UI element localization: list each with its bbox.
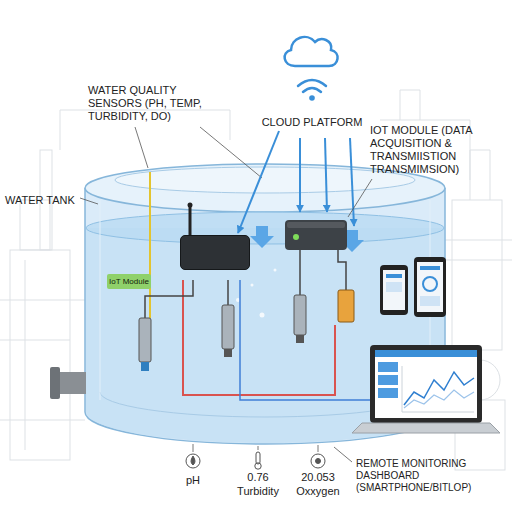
faucet-part bbox=[50, 367, 60, 399]
sensor-probes-part bbox=[139, 318, 151, 362]
reading-icons-part bbox=[311, 454, 325, 468]
sensor-callout: WATER QUALITY SENSORS (PH, TEMP, TURBIDI… bbox=[88, 84, 223, 123]
down-arrows-part bbox=[250, 226, 274, 248]
faucet-part bbox=[58, 372, 86, 394]
sensor-wires-part bbox=[227, 280, 229, 305]
gateway-box-part bbox=[287, 222, 345, 228]
smartphones-part bbox=[380, 265, 408, 315]
water-tank-part bbox=[274, 269, 277, 272]
leader-lines bbox=[80, 127, 372, 462]
sensor-wires-part bbox=[338, 250, 346, 290]
sensor-wires-part bbox=[299, 250, 301, 295]
antenna bbox=[188, 203, 193, 238]
reading-icons-part bbox=[256, 452, 260, 464]
sensor-probes-part bbox=[141, 362, 149, 371]
laptop-part bbox=[402, 366, 474, 412]
reading-icons-part bbox=[186, 454, 200, 468]
smartphones-part bbox=[386, 274, 402, 278]
reading-name: Oxxygen bbox=[288, 485, 348, 498]
factory-sketch-part bbox=[0, 260, 85, 450]
water-tank-part bbox=[251, 284, 254, 287]
gateway-box-part bbox=[285, 220, 347, 250]
reading-icons bbox=[186, 452, 325, 469]
signal-arrows-part bbox=[299, 138, 301, 212]
sensor-wires bbox=[145, 172, 440, 400]
laptop bbox=[352, 345, 500, 433]
factory-sketch bbox=[0, 90, 512, 470]
laptop-part bbox=[378, 375, 398, 385]
leader-lines-part bbox=[348, 179, 372, 217]
reading-value: 20.053 bbox=[288, 471, 348, 484]
node-heading: CLOUD PLATFORM bbox=[257, 22, 367, 128]
reading-name: Turbidity bbox=[228, 485, 288, 498]
sensor-wires-part bbox=[183, 280, 335, 395]
smartphones-part bbox=[386, 282, 402, 292]
laptop-part bbox=[375, 350, 477, 418]
smartphones bbox=[380, 257, 446, 317]
node-heading: IoT Module bbox=[107, 274, 151, 289]
tank-region: WATER TANKIoT Module bbox=[85, 163, 445, 448]
gateway-box bbox=[285, 220, 347, 250]
smartphones-part bbox=[423, 277, 437, 291]
leader-lines-part bbox=[80, 198, 98, 204]
antenna-part bbox=[189, 206, 192, 237]
faucet bbox=[50, 367, 86, 399]
smartphones-part bbox=[383, 270, 405, 310]
reading-value: 0.76 bbox=[228, 471, 288, 484]
smartphones-part bbox=[417, 262, 443, 312]
reading-icons-part bbox=[191, 456, 195, 465]
reading-icons-part bbox=[316, 459, 321, 464]
laptop-part bbox=[352, 423, 500, 433]
node-heading: WATER TANK bbox=[5, 194, 75, 206]
factory-sketch-part bbox=[10, 250, 70, 460]
laptop-part bbox=[378, 362, 398, 372]
gateway-box-part bbox=[293, 234, 299, 240]
reading-name: pH bbox=[163, 474, 223, 487]
iot-module-box: IoT Module bbox=[180, 235, 250, 270]
sensor-probes-part bbox=[338, 290, 354, 322]
leader-lines-part bbox=[193, 444, 194, 452]
sensor-wires-part bbox=[145, 280, 193, 318]
sensor-probes-part bbox=[222, 305, 234, 349]
signal-arrows-part bbox=[325, 138, 327, 212]
sensor-probes-part bbox=[224, 349, 232, 357]
leader-lines-part bbox=[318, 445, 319, 452]
reading-icons-part bbox=[255, 463, 261, 469]
leader-lines-part bbox=[258, 446, 259, 450]
cloud-node: CLOUD PLATFORM bbox=[257, 22, 367, 128]
smartphones-part bbox=[414, 257, 446, 317]
smartphones-part bbox=[420, 266, 440, 270]
water-tank-part bbox=[260, 313, 265, 318]
wifi-dot bbox=[309, 95, 315, 101]
leader-lines-part bbox=[200, 127, 262, 178]
laptop-part bbox=[370, 345, 482, 423]
laptop-part bbox=[404, 390, 474, 408]
dashboard-callout: REMOTE MONITORING DASHBOARD (SMARTPHONE/… bbox=[356, 458, 508, 493]
leader-lines-part bbox=[135, 127, 148, 168]
signal-connector bbox=[238, 131, 279, 233]
module-callout: IOT MODULE (DATA ACQUISITION & TRANSMIIS… bbox=[370, 124, 492, 176]
cloud-outline bbox=[285, 37, 338, 66]
factory-sketch-part bbox=[20, 200, 50, 250]
leader-lines-part bbox=[334, 447, 352, 462]
antenna-part bbox=[188, 203, 193, 208]
wifi-arcs bbox=[298, 80, 326, 92]
sensor-probes-part bbox=[296, 335, 304, 343]
laptop-part bbox=[375, 350, 477, 357]
smartphones-part bbox=[420, 296, 440, 306]
signal-arrows bbox=[300, 138, 354, 226]
sensor-probes-part bbox=[294, 295, 306, 335]
sensor-probes bbox=[139, 290, 354, 371]
factory-sketch-part bbox=[452, 200, 502, 350]
cloud-icon bbox=[257, 22, 367, 112]
laptop-part bbox=[378, 388, 398, 398]
